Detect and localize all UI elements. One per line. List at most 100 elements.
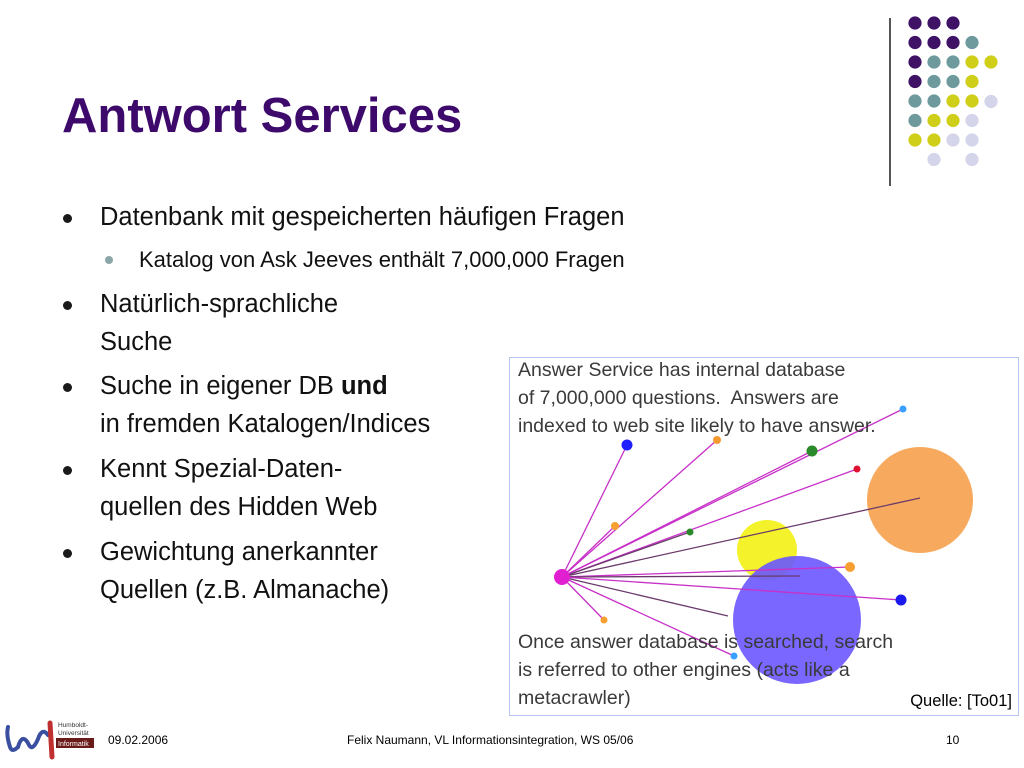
figure-text-line: indexed to web site likely to have answe… — [518, 415, 876, 437]
decorative-dot — [908, 16, 922, 30]
spoke-line — [561, 576, 605, 621]
spoke-node — [730, 652, 738, 660]
decorative-dot — [946, 94, 960, 108]
decorative-dot — [927, 133, 941, 147]
spoke-node — [686, 528, 694, 536]
decorative-dot-grid — [908, 16, 998, 167]
bullet-text-line: quellen des Hidden Web — [100, 493, 378, 521]
decorative-dot — [927, 16, 941, 30]
bullet-dot — [63, 214, 72, 223]
bullet-text-line: Quellen (z.B. Almanache) — [100, 576, 390, 604]
bullet-dot — [63, 383, 72, 392]
network-diagram — [554, 405, 973, 684]
decorative-dot — [965, 35, 979, 50]
spoke-line — [561, 576, 729, 617]
bullet-text-plain: Suche in eigener DB — [100, 372, 341, 400]
spoke-line — [561, 525, 616, 578]
spoke-line — [561, 576, 902, 601]
bullet-dot — [63, 301, 72, 310]
blue-circle — [733, 556, 861, 684]
hub-node — [554, 569, 570, 585]
spoke-node — [713, 436, 721, 444]
subbullet-text: Katalog von Ask Jeeves enthält 7,000,000… — [139, 247, 625, 272]
bullet-dot — [63, 466, 72, 475]
decorative-dot — [965, 74, 979, 89]
spoke-node — [806, 445, 818, 457]
spoke-node — [611, 522, 619, 530]
decorative-dot — [984, 55, 998, 69]
bullet-text-line: Natürlich-sprachliche — [100, 290, 339, 318]
figure-source: Quelle: [To01] — [910, 692, 1012, 710]
spoke-line — [561, 566, 851, 578]
spoke-line — [561, 468, 858, 578]
decorative-dot — [908, 94, 922, 108]
figure-bottom-text: Once answer database is searched, search… — [518, 628, 893, 712]
subbullet-dot — [105, 256, 113, 264]
decorative-dot — [946, 113, 960, 128]
decorative-dot — [908, 35, 922, 50]
decorative-dot — [946, 35, 960, 50]
spoke-line — [561, 575, 801, 578]
spoke-line — [561, 450, 813, 578]
bullet-item: Natürlich-sprachliche Suche — [63, 285, 339, 361]
bullet-text-bold: und — [340, 372, 388, 400]
decorative-dot — [927, 35, 941, 50]
bullet-dot — [63, 549, 72, 558]
spoke-node — [899, 405, 907, 413]
footer-center: Felix Naumann, VL Informationsintegratio… — [347, 733, 634, 747]
footer-date: 09.02.2006 — [108, 733, 169, 747]
decorative-dot — [927, 55, 941, 69]
spoke-node — [600, 616, 608, 624]
spoke-line — [561, 497, 921, 578]
slide-title: Antwort Services — [62, 89, 463, 143]
decorative-dot — [965, 133, 979, 147]
hu-informatik-logo: Humboldt- Universität Informatik — [5, 720, 94, 760]
decorative-dot — [908, 74, 922, 89]
decorative-dot — [946, 55, 960, 69]
subbullet-item: Katalog von Ask Jeeves enthält 7,000,000… — [105, 245, 625, 275]
decorative-dot — [965, 55, 979, 69]
decorative-dot — [946, 16, 960, 30]
bullet-text-line: Suche in eigener DB und — [100, 367, 430, 405]
bullet-item: Suche in eigener DB und in fremden Katal… — [63, 367, 431, 443]
figure-text-line: metacrawler) — [518, 687, 631, 709]
spoke-line — [561, 439, 718, 578]
figure-text-line: is referred to other engines (acts like … — [518, 659, 850, 681]
bullet-text: Datenbank mit gespeicherten häufigen Fra… — [100, 203, 625, 231]
orange-circle — [867, 447, 973, 553]
bullet-text-line: Kennt Spezial-Daten- — [100, 455, 343, 483]
figure-text-line: Answer Service has internal database — [518, 359, 846, 381]
logo-text-universitaet: Universität — [58, 730, 89, 737]
decorative-dot — [927, 113, 941, 128]
bullet-text-line: Suche — [100, 328, 173, 356]
decorative-dot — [927, 152, 941, 167]
spoke-lines — [561, 408, 921, 657]
figure-text-line: of 7,000,000 questions. Answers are — [518, 387, 839, 409]
decorative-dot — [965, 113, 979, 128]
answer-service-figure: Answer Service has internal database of … — [509, 357, 1019, 716]
decorative-dot — [965, 94, 979, 108]
decorative-dot — [946, 133, 960, 147]
footer-page-number: 10 — [946, 733, 960, 747]
logo-text-informatik: Informatik — [58, 741, 89, 748]
logo-text-humboldt: Humboldt- — [58, 722, 88, 729]
bullet-item: Kennt Spezial-Daten- quellen des Hidden … — [63, 450, 378, 526]
decorative-dot — [908, 113, 922, 128]
spoke-line — [561, 444, 628, 578]
decorative-divider — [889, 18, 891, 186]
spoke-nodes — [600, 405, 907, 660]
spoke-node — [845, 562, 855, 572]
bullet-text-line: Gewichtung anerkannter — [100, 538, 378, 566]
spoke-node — [621, 439, 633, 451]
spoke-line — [561, 576, 735, 657]
decorative-dot — [965, 152, 979, 167]
decorative-dot — [908, 133, 922, 147]
bullet-item: Datenbank mit gespeicherten häufigen Fra… — [63, 198, 625, 236]
bullet-text-line: in fremden Katalogen/Indices — [100, 410, 431, 438]
decorative-dot — [908, 55, 922, 69]
spoke-node — [895, 594, 907, 606]
figure-text-line: Once answer database is searched, search — [518, 631, 894, 653]
decorative-dot — [984, 94, 998, 109]
spoke-node — [853, 465, 861, 473]
figure-top-text: Answer Service has internal database of … — [518, 358, 876, 440]
